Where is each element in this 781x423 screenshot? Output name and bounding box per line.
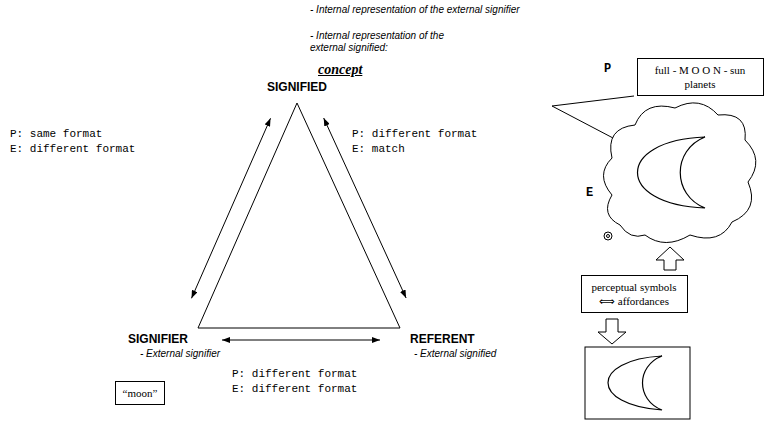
moon-crescent: [638, 137, 706, 208]
thought-cloud: [604, 103, 756, 243]
box-text: perceptual symbols ⟺ affordances: [588, 280, 680, 308]
double-arrow: [324, 118, 406, 298]
diagram-label: E: different format: [10, 143, 135, 156]
leader-line: [552, 96, 634, 106]
diagram-label: SIGNIFIER: [128, 332, 188, 346]
box-text: full - M O O N - sun planets: [644, 63, 756, 91]
double-arrow: [192, 118, 271, 298]
referent-frame: [585, 347, 690, 419]
hollow-arrow: [656, 247, 684, 270]
cloud-bubble: [604, 232, 612, 240]
diagram-label: P: different format: [352, 128, 477, 141]
diagram-label: P: same format: [10, 128, 102, 141]
moon-crescent: [608, 356, 662, 410]
diagram-label: concept: [318, 62, 362, 78]
diagram-label: E: match: [352, 143, 405, 156]
diagram-label: - External signifier: [140, 348, 220, 360]
text-box: perceptual symbols ⟺ affordances: [581, 275, 688, 313]
diagram-label: - Internal representation of the externa…: [310, 4, 520, 16]
diagram-label: - Internal representation of the externa…: [310, 30, 455, 54]
cloud-bubble: [607, 235, 610, 238]
text-box: full - M O O N - sun planets: [637, 58, 764, 96]
diagram-label: SIGNIFIED: [267, 80, 327, 94]
diagram-label: E: different format: [232, 383, 357, 396]
diagram-label: E: [586, 186, 593, 200]
diagram-label: REFERENT: [410, 332, 475, 346]
leader-line: [552, 106, 613, 138]
diagram-label: - External signified: [414, 348, 496, 360]
diagram-label: P: [604, 62, 611, 76]
hollow-arrow: [598, 319, 626, 344]
double-arrow: [222, 340, 380, 341]
text-box: “moon”: [115, 381, 165, 405]
diagram-label: P: different format: [232, 368, 357, 381]
box-text: “moon”: [122, 386, 158, 400]
